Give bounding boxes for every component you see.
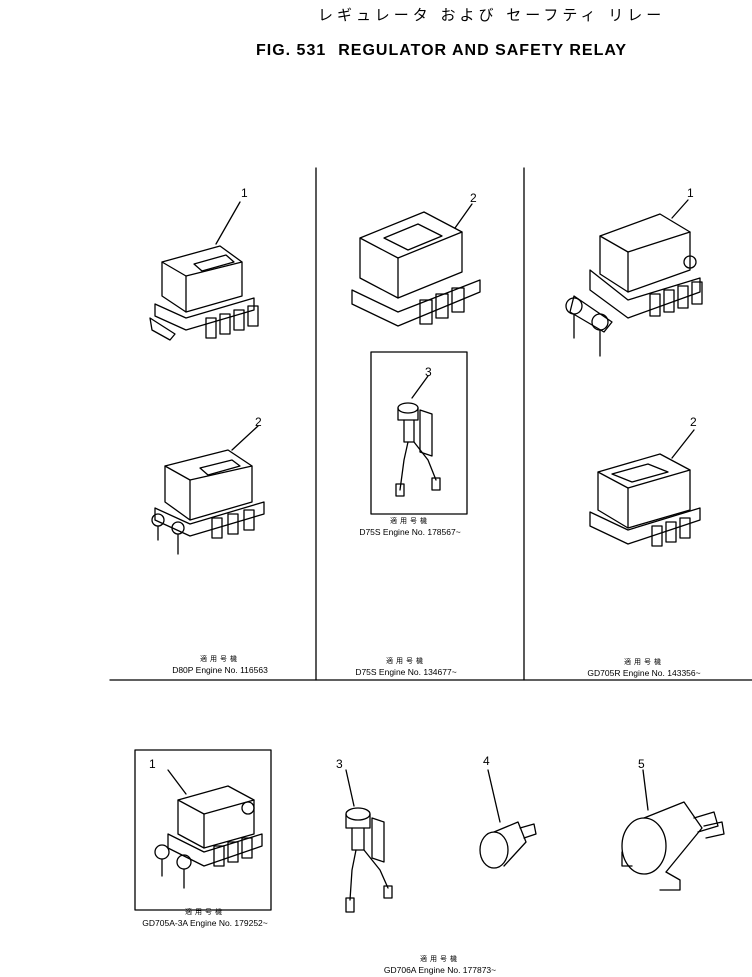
caption-jp: 適用号機 [185, 908, 225, 916]
sensor-part-4 [479, 821, 537, 869]
caption-text: GD705A-3A Engine No. 179252~ [142, 918, 268, 928]
callout-2-center: 2 [470, 191, 477, 205]
caption-text: D75S Engine No. 134677~ [355, 667, 457, 677]
callout-2: 2 [255, 415, 262, 429]
caption-d80p: 適用号機 D80P Engine No. 116563 [160, 654, 280, 676]
callout-1: 1 [241, 186, 248, 200]
regulator-part-1-b [565, 213, 703, 357]
starter-relay-part-5 [621, 801, 725, 891]
figure-number: FIG. 531 [256, 42, 327, 59]
caption-d75s-178567: 適用号機 D75S Engine No. 178567~ [350, 516, 470, 538]
caption-gd705a-3a: 適用号機 GD705A-3A Engine No. 179252~ [130, 907, 280, 929]
caption-jp: 適用号機 [624, 658, 664, 666]
callout-1-right: 1 [687, 186, 694, 200]
caption-text: GD706A Engine No. 177873~ [383, 965, 497, 975]
caption-gd706a: 適用号機 GD706A Engine No. 177873~ [370, 954, 510, 976]
inset-frame-top [370, 351, 468, 515]
caption-jp: 適用号機 [386, 657, 426, 665]
caption-text: D80P Engine No. 116563 [172, 665, 268, 675]
caption-gd705r: 適用号機 GD705R Engine No. 143356~ [574, 657, 714, 679]
callout-3-center: 3 [425, 365, 432, 379]
callout-5: 5 [638, 757, 645, 771]
callout-4: 4 [483, 754, 490, 768]
caption-jp: 適用号機 [390, 517, 430, 525]
regulator-part-2-a [151, 449, 265, 555]
callout-2-right: 2 [690, 415, 697, 429]
figure-name: REGULATOR AND SAFETY RELAY [338, 42, 628, 59]
caption-text: GD705R Engine No. 143356~ [587, 668, 701, 678]
callout-3-bottom: 3 [336, 757, 343, 771]
japanese-title: レギュレータ および セーフティ リレー [318, 6, 666, 24]
inset-frame-bottom [134, 749, 272, 911]
regulator-part-2-c [589, 453, 701, 547]
caption-d75s-134677: 適用号機 D75S Engine No. 134677~ [346, 656, 466, 678]
caption-jp: 適用号機 [420, 955, 460, 963]
caption-text: D75S Engine No. 178567~ [359, 527, 461, 537]
regulator-part-1-a [149, 245, 259, 341]
safety-relay-part-3-a [395, 402, 441, 497]
callout-1-bottom: 1 [149, 757, 156, 771]
figure-title: FIG. 531 REGULATOR AND SAFETY RELAY [256, 42, 639, 60]
regulator-part-2-b [351, 211, 481, 327]
regulator-part-1-c [154, 785, 263, 889]
safety-relay-part-3-b [345, 807, 393, 913]
caption-jp: 適用号機 [200, 655, 240, 663]
